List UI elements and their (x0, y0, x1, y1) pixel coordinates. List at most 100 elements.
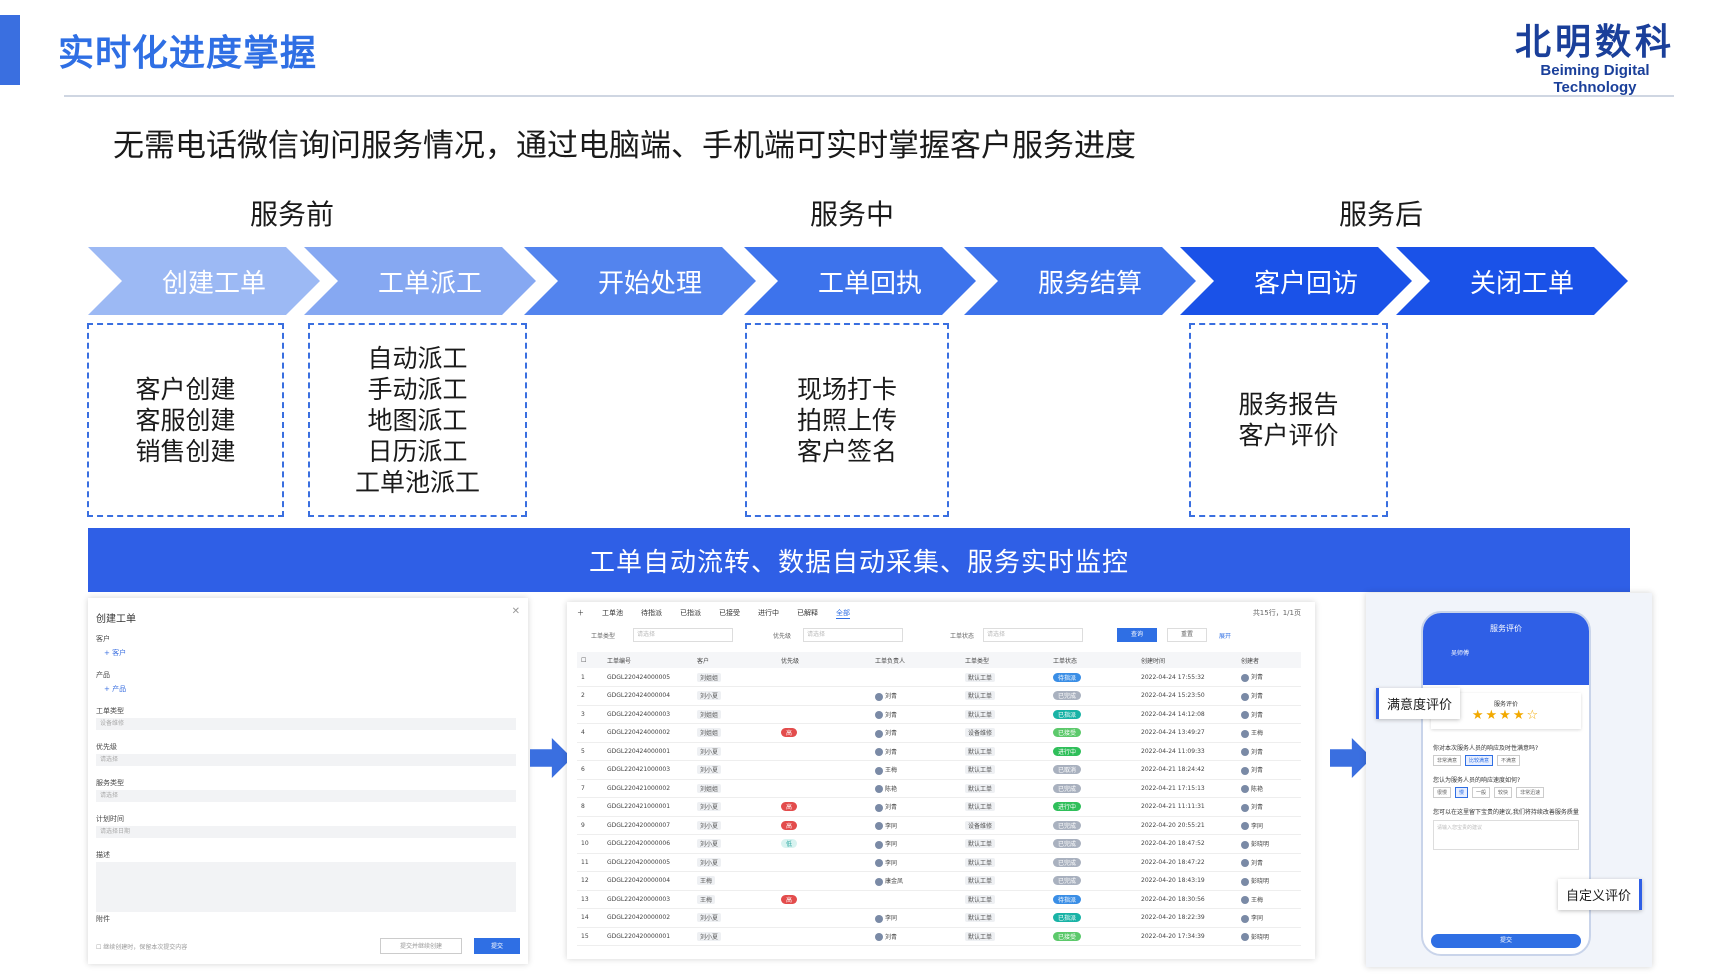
slide-subtitle: 无需电话微信询问服务情况，通过电脑端、手机端可实时掌握客户服务进度 (113, 128, 1136, 164)
summary-banner: 工单自动流转、数据自动采集、服务实时监控 (88, 528, 1630, 592)
ticket-number[interactable]: GDGL220421000003 (603, 760, 693, 780)
ticket-number[interactable]: GDGL220420000005 (603, 853, 693, 872)
submit-continue-button[interactable]: 提交并继续创建 (380, 938, 462, 954)
step-label: 服务结算 (1037, 268, 1142, 299)
tab-accepted[interactable]: 已接受 (719, 609, 740, 617)
logo-chinese: 北明数科 (1514, 21, 1675, 63)
option-chip[interactable]: 比较满意 (1465, 755, 1494, 766)
option-chip[interactable]: 慢 (1455, 787, 1469, 798)
tab-pending[interactable]: 待指派 (641, 609, 662, 617)
option-chip[interactable]: 非常满意 (1433, 755, 1462, 766)
col-header: 工单状态 (1049, 652, 1137, 668)
owner-cell: 陈艳 (871, 779, 961, 798)
select-all-checkbox[interactable]: ☐ (577, 652, 603, 668)
option-chip[interactable]: 不满意 (1497, 755, 1521, 766)
add-customer-link[interactable]: + 客户 (104, 649, 127, 657)
service-type-select[interactable]: 请选择 (96, 790, 516, 802)
star-rating[interactable]: ★★★★☆ (1471, 708, 1541, 723)
ticket-number[interactable]: GDGL220420000001 (603, 927, 693, 946)
option-chip[interactable]: 较快 (1494, 787, 1513, 798)
tab-explained[interactable]: 已解释 (797, 609, 818, 617)
box-line: 工单池派工 (354, 467, 480, 497)
priority-cell (777, 927, 871, 946)
description-textarea[interactable] (96, 862, 516, 912)
ticket-number[interactable]: GDGL220424000003 (603, 705, 693, 724)
priority-select[interactable]: 请选择 (96, 754, 516, 766)
filter-status-select[interactable]: 请选择 (983, 628, 1083, 642)
filter-type-select[interactable]: 请选择 (633, 628, 733, 642)
priority-cell (777, 908, 871, 928)
priority-cell (777, 686, 871, 706)
type-cell: 默认工单 (961, 853, 1049, 872)
submit-button[interactable]: 提交 (474, 938, 520, 954)
ticket-number[interactable]: GDGL220421000002 (603, 779, 693, 798)
field-priority: 优先级 请选择 (96, 742, 516, 766)
option-chip[interactable]: 一般 (1472, 787, 1491, 798)
ticket-number[interactable]: GDGL220420000002 (603, 908, 693, 928)
row-index: 8 (577, 797, 603, 817)
customer-cell: 刘小夏 (693, 834, 777, 854)
phone-submit-button[interactable]: 提交 (1431, 934, 1581, 948)
box-line: 销售创建 (135, 436, 236, 466)
filter-priority-select[interactable]: 请选择 (803, 628, 903, 642)
ticket-number[interactable]: GDGL220424000002 (603, 723, 693, 743)
box-line: 客户签名 (796, 436, 897, 466)
field-plan-time: 计划时间 请选择日期 (96, 814, 516, 838)
tab-in-progress[interactable]: 进行中 (758, 609, 779, 617)
continue-create-checkbox[interactable]: ☐ 继续创建时，保留本次提交内容 (96, 944, 188, 951)
ticket-number[interactable]: GDGL220420000006 (603, 834, 693, 854)
ticket-number[interactable]: GDGL220424000004 (603, 686, 693, 706)
status-cell: 已完成 (1049, 779, 1137, 798)
step-label: 开始处理 (597, 268, 702, 299)
suggestion-textarea[interactable]: 请输入您宝贵的建议 (1433, 820, 1579, 850)
tab-all[interactable]: 全部 (836, 609, 850, 619)
ticket-number[interactable]: GDGL220424000005 (603, 668, 693, 687)
filter-type-label: 工单类型 (591, 633, 616, 640)
step-label: 关闭工单 (1469, 268, 1574, 299)
ticket-number[interactable]: GDGL220420000003 (603, 890, 693, 909)
reset-button[interactable]: 重置 (1167, 628, 1207, 642)
created-time-cell: 2022-04-20 20:55:21 (1137, 816, 1237, 835)
row-index: 13 (577, 890, 603, 909)
ticket-number[interactable]: GDGL220421000001 (603, 797, 693, 817)
owner-cell: 李同 (871, 834, 961, 854)
arrow-right-icon (530, 738, 572, 778)
option-chip[interactable]: 很慢 (1433, 787, 1452, 798)
ticket-number[interactable]: GDGL220424000001 (603, 742, 693, 761)
logo-english: Beiming Digital Technology (1540, 62, 1650, 96)
ticket-number[interactable]: GDGL220420000007 (603, 816, 693, 835)
tab-pool[interactable]: 工单池 (602, 609, 623, 617)
question-1: 你对本次服务人员的响应及时性满意吗? (1433, 745, 1539, 752)
add-icon[interactable]: ＋ (577, 609, 584, 617)
ticket-type-select[interactable]: 设备维修 (96, 718, 516, 730)
tab-assigned[interactable]: 已指派 (680, 609, 701, 617)
creator-cell: 王梅 (1237, 723, 1301, 743)
plan-time-picker[interactable]: 请选择日期 (96, 826, 516, 838)
expand-link[interactable]: 展开 (1219, 633, 1232, 640)
ticket-list-screenshot: ＋ 工单池 待指派 已指派 已接受 进行中 已解释 全部 共15行，1/1页 工… (567, 602, 1315, 959)
owner-cell: 刘青 (871, 686, 961, 706)
search-button[interactable]: 查询 (1117, 628, 1157, 642)
close-icon[interactable]: ✕ (511, 606, 520, 617)
box-line: 自动派工 (367, 343, 468, 373)
row-index: 3 (577, 705, 603, 724)
row-index: 15 (577, 927, 603, 946)
option-chip[interactable]: 非常迅速 (1516, 787, 1545, 798)
ticket-number[interactable]: GDGL220420000004 (603, 871, 693, 891)
add-product-link[interactable]: + 产品 (104, 685, 127, 693)
